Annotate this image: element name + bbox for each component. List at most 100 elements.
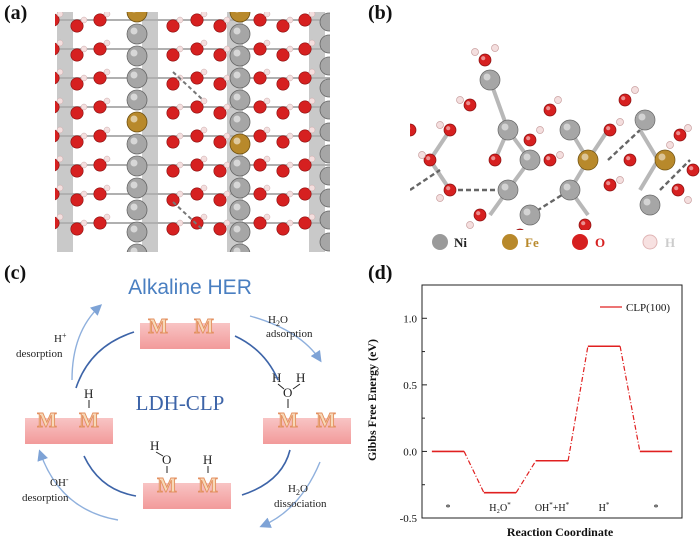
o-atom [253, 71, 267, 85]
h-label: H [665, 235, 675, 250]
h-atom [308, 97, 316, 105]
o-atom [166, 193, 180, 207]
highlight [130, 159, 138, 167]
highlight [130, 49, 138, 57]
o-atom [70, 77, 84, 91]
highlight [466, 101, 471, 106]
o-atom [70, 48, 84, 62]
h-atom [56, 155, 64, 163]
chart-marks: *H₂O*OH*+H*H** [431, 345, 673, 514]
highlight [526, 136, 531, 141]
state-label: H₂O* [489, 501, 511, 514]
h-atom [666, 141, 674, 149]
highlight [130, 93, 138, 101]
o-atom [213, 222, 227, 236]
highlight [546, 156, 551, 161]
adsorbed-h2o-h2: H [296, 370, 305, 385]
h-atom [263, 68, 271, 76]
o-swatch [572, 234, 588, 250]
o-atom [276, 106, 290, 120]
h-atom [200, 213, 208, 221]
h-atom [436, 121, 444, 129]
highlight [676, 131, 681, 136]
h-atom [263, 39, 271, 47]
h-atom [56, 12, 64, 18]
highlight [501, 183, 509, 191]
highlight [581, 153, 589, 161]
h-atom [263, 126, 271, 134]
highlight [233, 137, 241, 145]
h-atom [103, 39, 111, 47]
metal-bottom-2: M [198, 473, 218, 497]
o-atom [253, 100, 267, 114]
o-atom [473, 208, 487, 222]
h-atom [103, 97, 111, 105]
outer-arrow-oh-desorption [37, 449, 119, 521]
bond [292, 383, 301, 390]
highlight [130, 71, 138, 79]
h-atom [176, 103, 184, 111]
oh-o: O [162, 452, 171, 467]
o-atom [93, 129, 107, 143]
highlight [643, 198, 651, 206]
o-atom [166, 164, 180, 178]
h-atom [308, 213, 316, 221]
h-atom [308, 12, 316, 18]
label-adsorption: adsorption [266, 328, 313, 340]
h-atom [308, 126, 316, 134]
fe-label: Fe [525, 235, 539, 250]
o-atom [578, 218, 592, 230]
cycle-title: Alkaline HER [128, 276, 252, 299]
o-atom [93, 100, 107, 114]
h-swatch [642, 234, 658, 250]
o-atom [93, 216, 107, 230]
o-atom [213, 193, 227, 207]
highlight [130, 203, 138, 211]
o-atom [298, 216, 312, 230]
o-atom [618, 93, 632, 107]
h-atom [200, 68, 208, 76]
ni-atom [229, 221, 251, 243]
highlight [446, 186, 451, 191]
label-oh-desorption-2: desorption [22, 492, 69, 504]
ni-atom [319, 144, 330, 164]
h-atom [80, 219, 88, 227]
highlight [606, 181, 611, 186]
highlight [233, 247, 241, 252]
highlight [674, 186, 679, 191]
bond [638, 128, 660, 162]
her-cycle-diagram: M Alkaline HER LDH-CLP M M M M H H O M M… [16, 276, 351, 528]
y-tick-label: -0.5 [400, 513, 418, 525]
o-atom [55, 71, 60, 85]
h-atom [491, 44, 499, 52]
highlight [233, 203, 241, 211]
o-atom [443, 183, 457, 197]
o-atom [488, 153, 502, 167]
highlight [689, 166, 694, 171]
o-atom [276, 164, 290, 178]
transition-line [619, 346, 641, 452]
h-atom [223, 103, 231, 111]
o-atom [276, 19, 290, 33]
h-atom [684, 124, 692, 132]
ni-atom [126, 199, 148, 221]
ni-atom [559, 179, 581, 201]
metal-left-1: M [37, 408, 57, 432]
chart-axes: -0.50.00.51.0 [400, 284, 683, 525]
outer-arrow-h-desorption [71, 304, 103, 381]
ni-atom [229, 111, 251, 133]
label-oh-desorption: OH- [50, 475, 69, 489]
ni-atom [519, 149, 541, 171]
bond [638, 158, 660, 192]
h-atom [80, 103, 88, 111]
ni-atom [634, 109, 656, 131]
h-atom [176, 132, 184, 140]
ni-atom [319, 100, 330, 120]
highlight [481, 56, 486, 61]
ni-atom [497, 119, 519, 141]
o-atom [213, 48, 227, 62]
fe-atom [229, 12, 251, 23]
fe-atom [126, 12, 148, 23]
highlight [233, 49, 241, 57]
h-atom [80, 190, 88, 198]
